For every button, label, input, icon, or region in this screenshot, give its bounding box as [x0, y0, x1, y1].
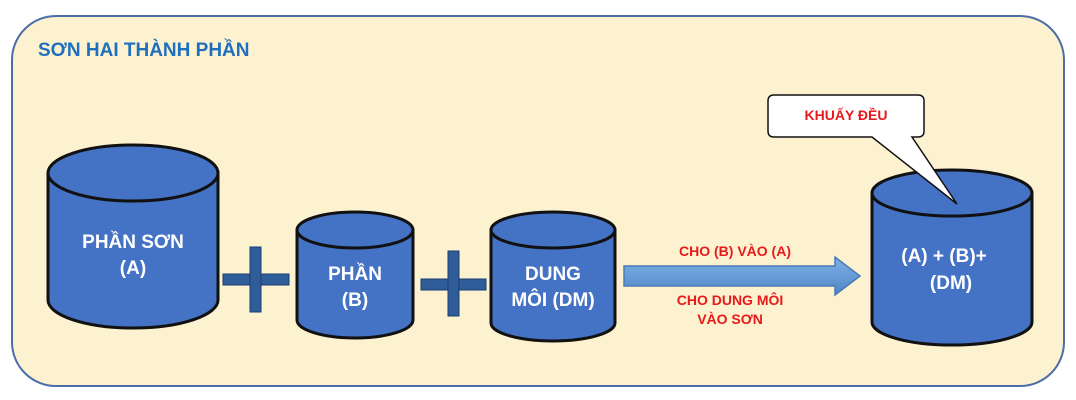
cylinder-dm-line2: MÔI (DM)	[511, 289, 594, 311]
cylinder-result-line1: (A) + (B)+	[901, 246, 987, 267]
cylinder-result: (A) + (B)+ (DM)	[870, 168, 1034, 347]
cylinder-a-line2: (A)	[120, 258, 146, 279]
cylinder-b-line2: (B)	[342, 290, 368, 311]
cylinder-dm: DUNG MÔI (DM)	[489, 210, 617, 343]
cylinder-result-line2: (DM)	[930, 273, 972, 294]
cylinder-a-line1: PHẦN SƠN	[82, 231, 184, 253]
cylinder-b: PHẦN (B)	[295, 210, 415, 340]
arrow-label-top: CHO (B) VÀO (A)	[679, 243, 791, 259]
plus-sign	[222, 246, 290, 313]
plus-sign	[420, 250, 487, 317]
callout-text: KHUẤY ĐỀU	[805, 107, 888, 123]
flow-arrow	[623, 255, 862, 297]
diagram-title: SƠN HAI THÀNH PHẦN	[38, 39, 250, 61]
arrow-label-bottom-line2: VÀO SƠN	[697, 311, 763, 327]
arrow-label-bottom-line1: CHO DUNG MÔI	[677, 291, 784, 308]
cylinder-a: PHẦN SƠN (A)	[46, 143, 220, 330]
cylinder-b-line1: PHẦN	[328, 263, 382, 285]
cylinder-dm-line1: DUNG	[525, 264, 581, 285]
callout-bubble: KHUẤY ĐỀU	[767, 94, 958, 205]
